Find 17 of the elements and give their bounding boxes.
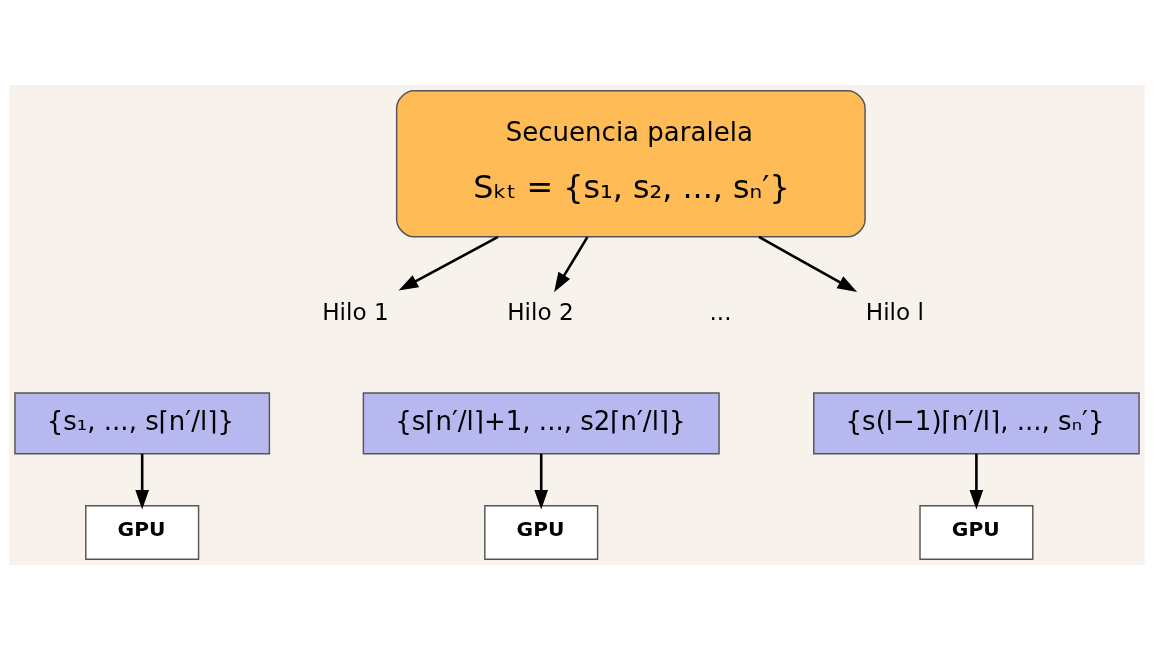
label: ...: [709, 298, 732, 325]
node-box: GPU: [484, 504, 599, 560]
arrow: [534, 453, 549, 510]
node-box: Secuencia paralela Sₖₜ = {s₁, s₂, ..., sₙ′}: [395, 89, 866, 238]
node-box: GPU: [919, 504, 1034, 560]
arrow: [554, 236, 589, 292]
node-box: GPU: [85, 504, 200, 560]
arrow: [135, 453, 150, 510]
arrow: [758, 235, 858, 292]
node-text: Hilo 1: [322, 298, 389, 325]
node-box: {s(l−1)⌈n′/l⌉, ..., sₙ′}: [813, 391, 1140, 454]
node-text: Hilo l: [865, 298, 924, 325]
arrow: [398, 235, 499, 291]
node-text: Hilo 2: [507, 298, 574, 325]
node-box: {s₁, ..., s⌈n′/l⌉}: [14, 391, 271, 454]
arrow: [969, 453, 984, 510]
node-box: {s⌈n′/l⌉+1, ..., s2⌈n′/l⌉}: [362, 391, 720, 454]
